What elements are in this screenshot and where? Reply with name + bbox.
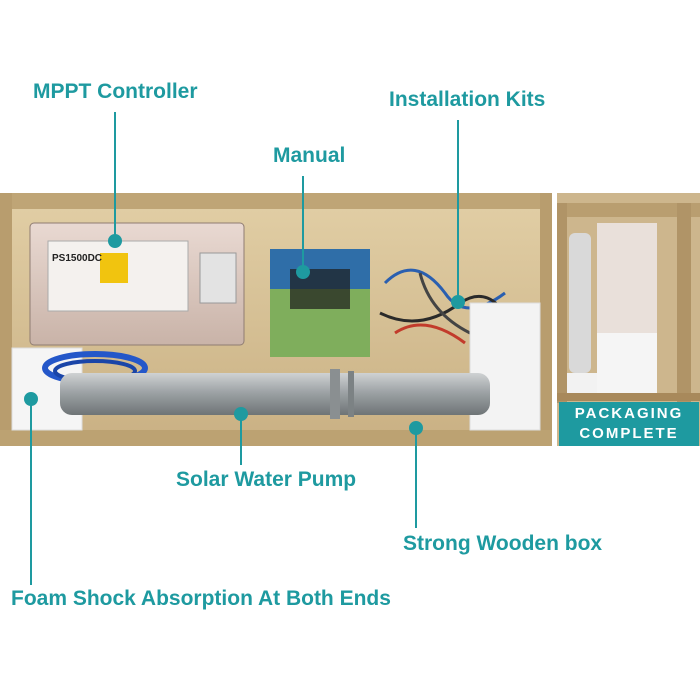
label-mppt-controller: MPPT Controller bbox=[33, 80, 198, 103]
label-installation-kits: Installation Kits bbox=[389, 88, 546, 111]
controller-model-text: PS1500DC bbox=[52, 253, 102, 264]
badge-line-2: COMPLETE bbox=[579, 425, 679, 442]
label-strong-wooden-box: Strong Wooden box bbox=[403, 532, 603, 555]
label-foam-shock-absorption: Foam Shock Absorption At Both Ends bbox=[11, 587, 391, 610]
packaging-complete-badge: PACKAGING COMPLETE bbox=[559, 402, 699, 446]
badge-line-1: PACKAGING bbox=[574, 405, 684, 422]
label-manual: Manual bbox=[273, 144, 346, 167]
main-packaging-photo: PS1500DC bbox=[0, 193, 552, 446]
label-solar-water-pump: Solar Water Pump bbox=[176, 468, 357, 491]
